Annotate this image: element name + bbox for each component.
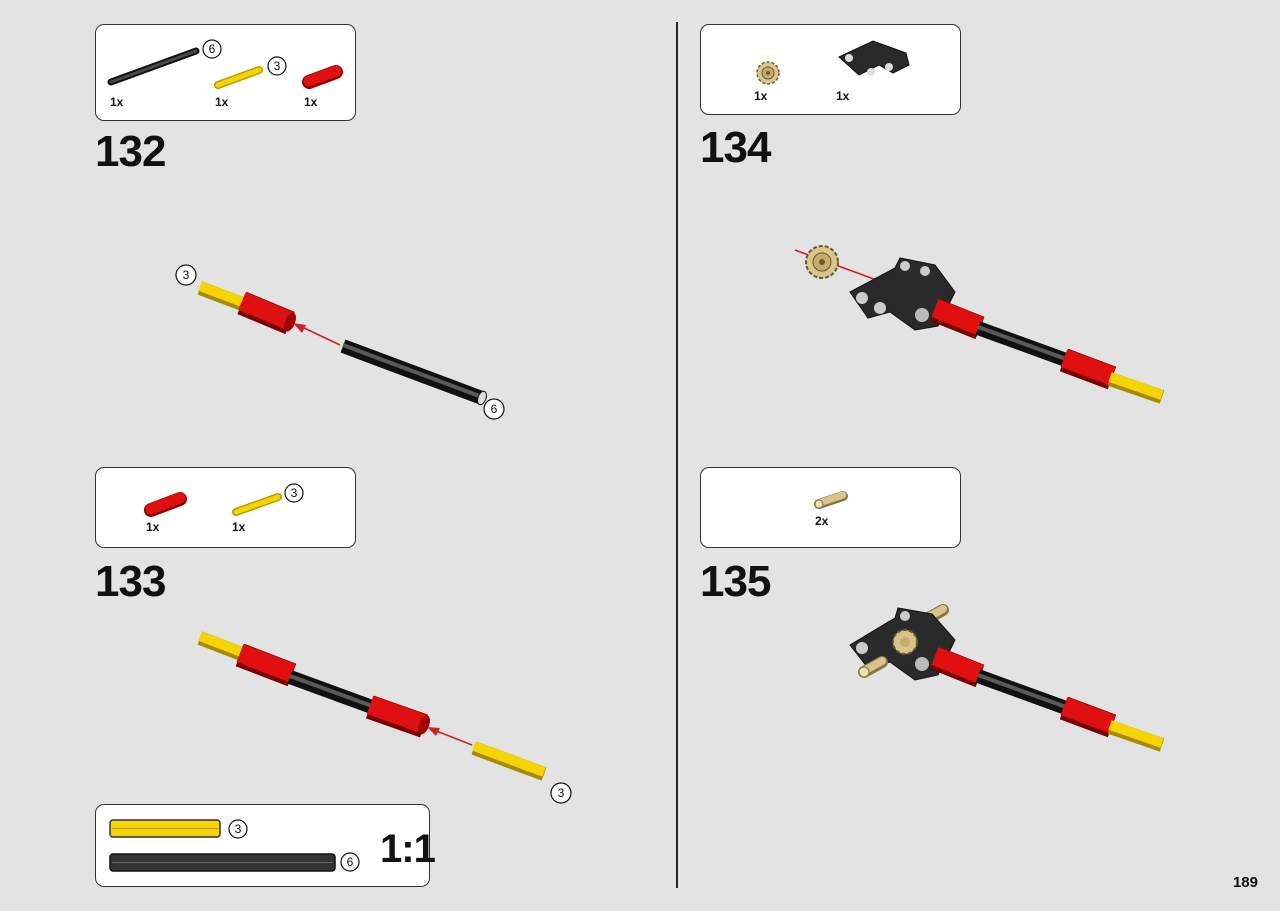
axle-connector-red-icon — [235, 643, 297, 687]
length-callout-icon — [228, 819, 248, 839]
parts-box-step-135: 2x — [700, 467, 961, 548]
length-callout-icon — [202, 39, 222, 59]
scale-art: 3 6 — [109, 819, 360, 872]
length-callout-icon — [284, 483, 304, 503]
axle-yellow-icon — [471, 741, 547, 781]
beam-bent-black-icon — [838, 40, 910, 76]
axle-yellow-icon — [232, 493, 282, 516]
length-callout-icon — [175, 264, 197, 286]
pin-tan-icon — [858, 656, 888, 678]
svg-text:3: 3 — [183, 268, 190, 282]
gear-tan-icon — [805, 245, 839, 279]
svg-text:3: 3 — [235, 822, 242, 836]
axle-yellow-icon — [1107, 720, 1165, 752]
axle-yellow-icon — [197, 631, 247, 662]
qty-label: 1x — [232, 520, 246, 534]
step-number: 132 — [95, 127, 166, 176]
axle-connector-red-icon — [237, 291, 296, 335]
qty-label: 1x — [754, 89, 768, 103]
svg-text:6: 6 — [491, 402, 498, 416]
parts-art-132: 6 3 — [107, 39, 343, 89]
svg-text:6: 6 — [347, 855, 354, 869]
qty-label: 1x — [304, 95, 318, 109]
axle-connector-red-icon — [930, 646, 985, 688]
step-number: 133 — [95, 557, 166, 606]
insert-arrow-icon — [293, 323, 341, 346]
svg-text:3: 3 — [291, 486, 298, 500]
axle-black-icon — [340, 339, 487, 406]
length-callout-icon — [267, 56, 287, 76]
qty-label: 1x — [836, 89, 850, 103]
axle-black-icon — [287, 670, 375, 714]
gear-tan-icon — [892, 629, 918, 655]
axle-connector-red-icon — [366, 695, 430, 738]
svg-text:3: 3 — [558, 786, 565, 800]
axle-yellow-icon — [197, 281, 248, 312]
scale-reference-box: 3 6 1:1 — [95, 804, 436, 887]
page-divider — [676, 22, 678, 888]
svg-text:3: 3 — [274, 59, 281, 73]
axle-black-icon — [975, 321, 1069, 367]
qty-label: 1x — [146, 520, 160, 534]
axle-connector-red-icon — [302, 65, 343, 89]
parts-art-134 — [756, 40, 910, 85]
axle-connector-red-icon — [1059, 348, 1117, 390]
axle-yellow-icon — [1107, 372, 1165, 404]
step-number: 134 — [700, 123, 771, 172]
axle-connector-red-icon — [1059, 696, 1117, 738]
length-callout-icon — [483, 398, 505, 420]
length-callout-icon — [340, 852, 360, 872]
axle-black-icon — [975, 669, 1069, 715]
scale-label: 1:1 — [380, 827, 436, 871]
axle-black-icon — [107, 47, 200, 86]
qty-label: 1x — [215, 95, 229, 109]
svg-text:6: 6 — [209, 42, 216, 56]
pin-tan-icon — [814, 491, 848, 509]
qty-label: 1x — [110, 95, 124, 109]
parts-box-step-134: 1x 1x — [700, 24, 961, 115]
parts-art-133: 3 — [144, 483, 304, 517]
axle-connector-red-icon — [930, 298, 985, 340]
insert-arrow-icon — [427, 727, 473, 746]
step-number: 135 — [700, 557, 771, 606]
parts-box-step-133: 3 1x 1x — [95, 467, 356, 548]
parts-art-135 — [814, 491, 848, 509]
page-number: 189 — [1232, 874, 1258, 891]
axle-yellow-icon — [214, 66, 263, 89]
gear-tan-icon — [756, 61, 780, 85]
parts-box-step-132: 6 3 1x 1x 1x — [95, 24, 356, 121]
qty-label: 2x — [815, 514, 829, 528]
length-callout-icon — [550, 782, 572, 804]
axle-connector-red-icon — [144, 492, 187, 517]
